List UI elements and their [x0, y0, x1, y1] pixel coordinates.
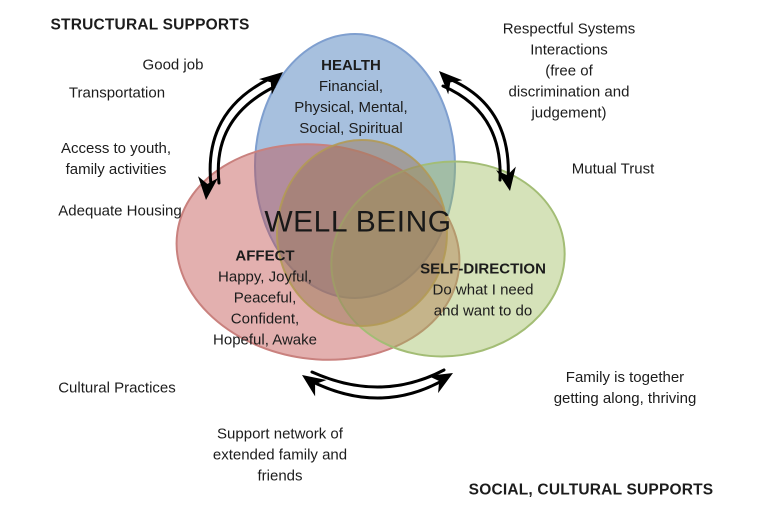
wellbeing-title: WELL BEING: [264, 205, 452, 239]
label-cultural-practices: Cultural Practices: [58, 379, 176, 397]
label-access-youth-line2: family activities: [65, 161, 167, 178]
label-transportation: Transportation: [68, 84, 166, 102]
affect-line3: Confident,: [230, 310, 300, 328]
label-access-youth: Access to youth, family activities: [61, 138, 171, 180]
health-label-block: HEALTH Financial, Physical, Mental, Soci…: [294, 55, 407, 139]
curved-double-arrow-top-left-icon: [198, 72, 283, 200]
health-line1: Financial,: [318, 78, 384, 95]
label-support-network-line3: friends: [257, 467, 303, 485]
affect-line1: Happy, Joyful,: [218, 268, 312, 286]
self-direction-line1: Do what I need: [432, 281, 534, 299]
label-respectful-systems: Respectful Systems Interactions (free of…: [503, 19, 636, 124]
curved-double-arrow-top-right-icon: [439, 71, 516, 191]
social-cultural-supports-heading: SOCIAL, CULTURAL SUPPORTS: [468, 481, 714, 499]
label-access-youth-line1: Access to youth,: [60, 140, 172, 157]
label-respectful-systems-line5: judgement): [531, 104, 607, 122]
label-respectful-systems-line3: (free of: [545, 62, 593, 80]
self-direction-line2: and want to do: [433, 302, 533, 320]
label-respectful-systems-line2: Interactions: [530, 41, 608, 59]
label-support-network-line1: Support network of: [217, 425, 343, 443]
label-family-together-line1: Family is together: [565, 369, 685, 386]
wellbeing-center-circle: [276, 139, 448, 327]
affect-line2: Peaceful,: [233, 289, 297, 307]
label-family-together-line2: getting along, thriving: [553, 390, 697, 407]
label-respectful-systems-line4: discrimination and: [508, 83, 630, 101]
affect-title: AFFECT: [235, 247, 295, 265]
label-family-together: Family is together getting along, thrivi…: [554, 367, 697, 409]
label-support-network-line2: extended family and: [212, 446, 348, 464]
label-mutual-trust: Mutual Trust: [571, 160, 655, 178]
health-line2: Physical, Mental,: [294, 99, 408, 116]
label-good-job: Good job: [142, 56, 204, 74]
label-support-network: Support network of extended family and f…: [213, 424, 347, 487]
health-line3: Social, Spiritual: [299, 120, 403, 137]
affect-label-block: AFFECT Happy, Joyful, Peaceful, Confiden…: [213, 246, 317, 351]
self-direction-label-block: SELF-DIRECTION Do what I need and want t…: [420, 259, 546, 322]
label-adequate-housing: Adequate Housing: [58, 202, 182, 220]
affect-line4: Hopeful, Awake: [213, 331, 317, 349]
label-respectful-systems-line1: Respectful Systems: [502, 20, 636, 38]
health-title: HEALTH: [321, 57, 381, 74]
curved-double-arrow-bottom-icon: [302, 368, 453, 400]
self-direction-title: SELF-DIRECTION: [420, 260, 546, 278]
structural-supports-heading: STRUCTURAL SUPPORTS: [50, 16, 250, 34]
